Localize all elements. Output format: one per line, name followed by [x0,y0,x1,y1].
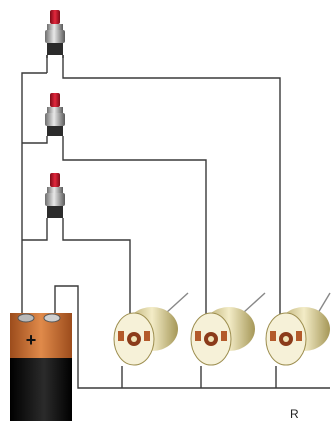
button-base [47,206,63,218]
button-cap [50,173,60,187]
motor-terminal-left [195,331,201,341]
battery-body [10,358,72,421]
button-collar [47,24,63,30]
motor-shaft [165,292,189,314]
dc-motor-1 [113,292,189,366]
motor-terminal-right [296,331,302,341]
wire-battery-negative [54,285,122,389]
cropped-caption-text: R [290,407,299,421]
wire-switch-1-to-motor-3 [62,58,281,332]
wire-switch-3-left [22,218,48,241]
button-collar [47,187,63,193]
battery-negative-terminal [43,313,61,323]
wire-switch-2-left [22,136,48,144]
motor-terminal-left [270,331,276,341]
push-button-switch-3[interactable] [45,173,65,218]
push-button-switch-1[interactable] [45,10,65,58]
dc-motor-2 [190,292,266,366]
motor-terminal-left [118,331,124,341]
battery-plus-label: + [26,330,37,350]
wire-switch-2-to-motor-2 [62,136,207,332]
button-cap [50,10,60,24]
battery: + [10,313,72,421]
button-body [45,30,65,43]
button-body [45,193,65,206]
motor-shaft [317,292,331,314]
wire-switch-3-to-motor-1 [62,218,131,332]
wire-left-rail [21,72,47,321]
push-button-switch-2[interactable] [45,93,65,136]
button-collar [47,107,63,113]
motor-terminal-right [144,331,150,341]
button-base [47,43,63,55]
button-body [45,113,65,126]
battery-positive-terminal [17,313,35,323]
motor-terminal-right [221,331,227,341]
button-cap [50,93,60,107]
motor-shaft [242,292,266,314]
dc-motor-3 [265,292,331,366]
button-base [47,126,63,136]
